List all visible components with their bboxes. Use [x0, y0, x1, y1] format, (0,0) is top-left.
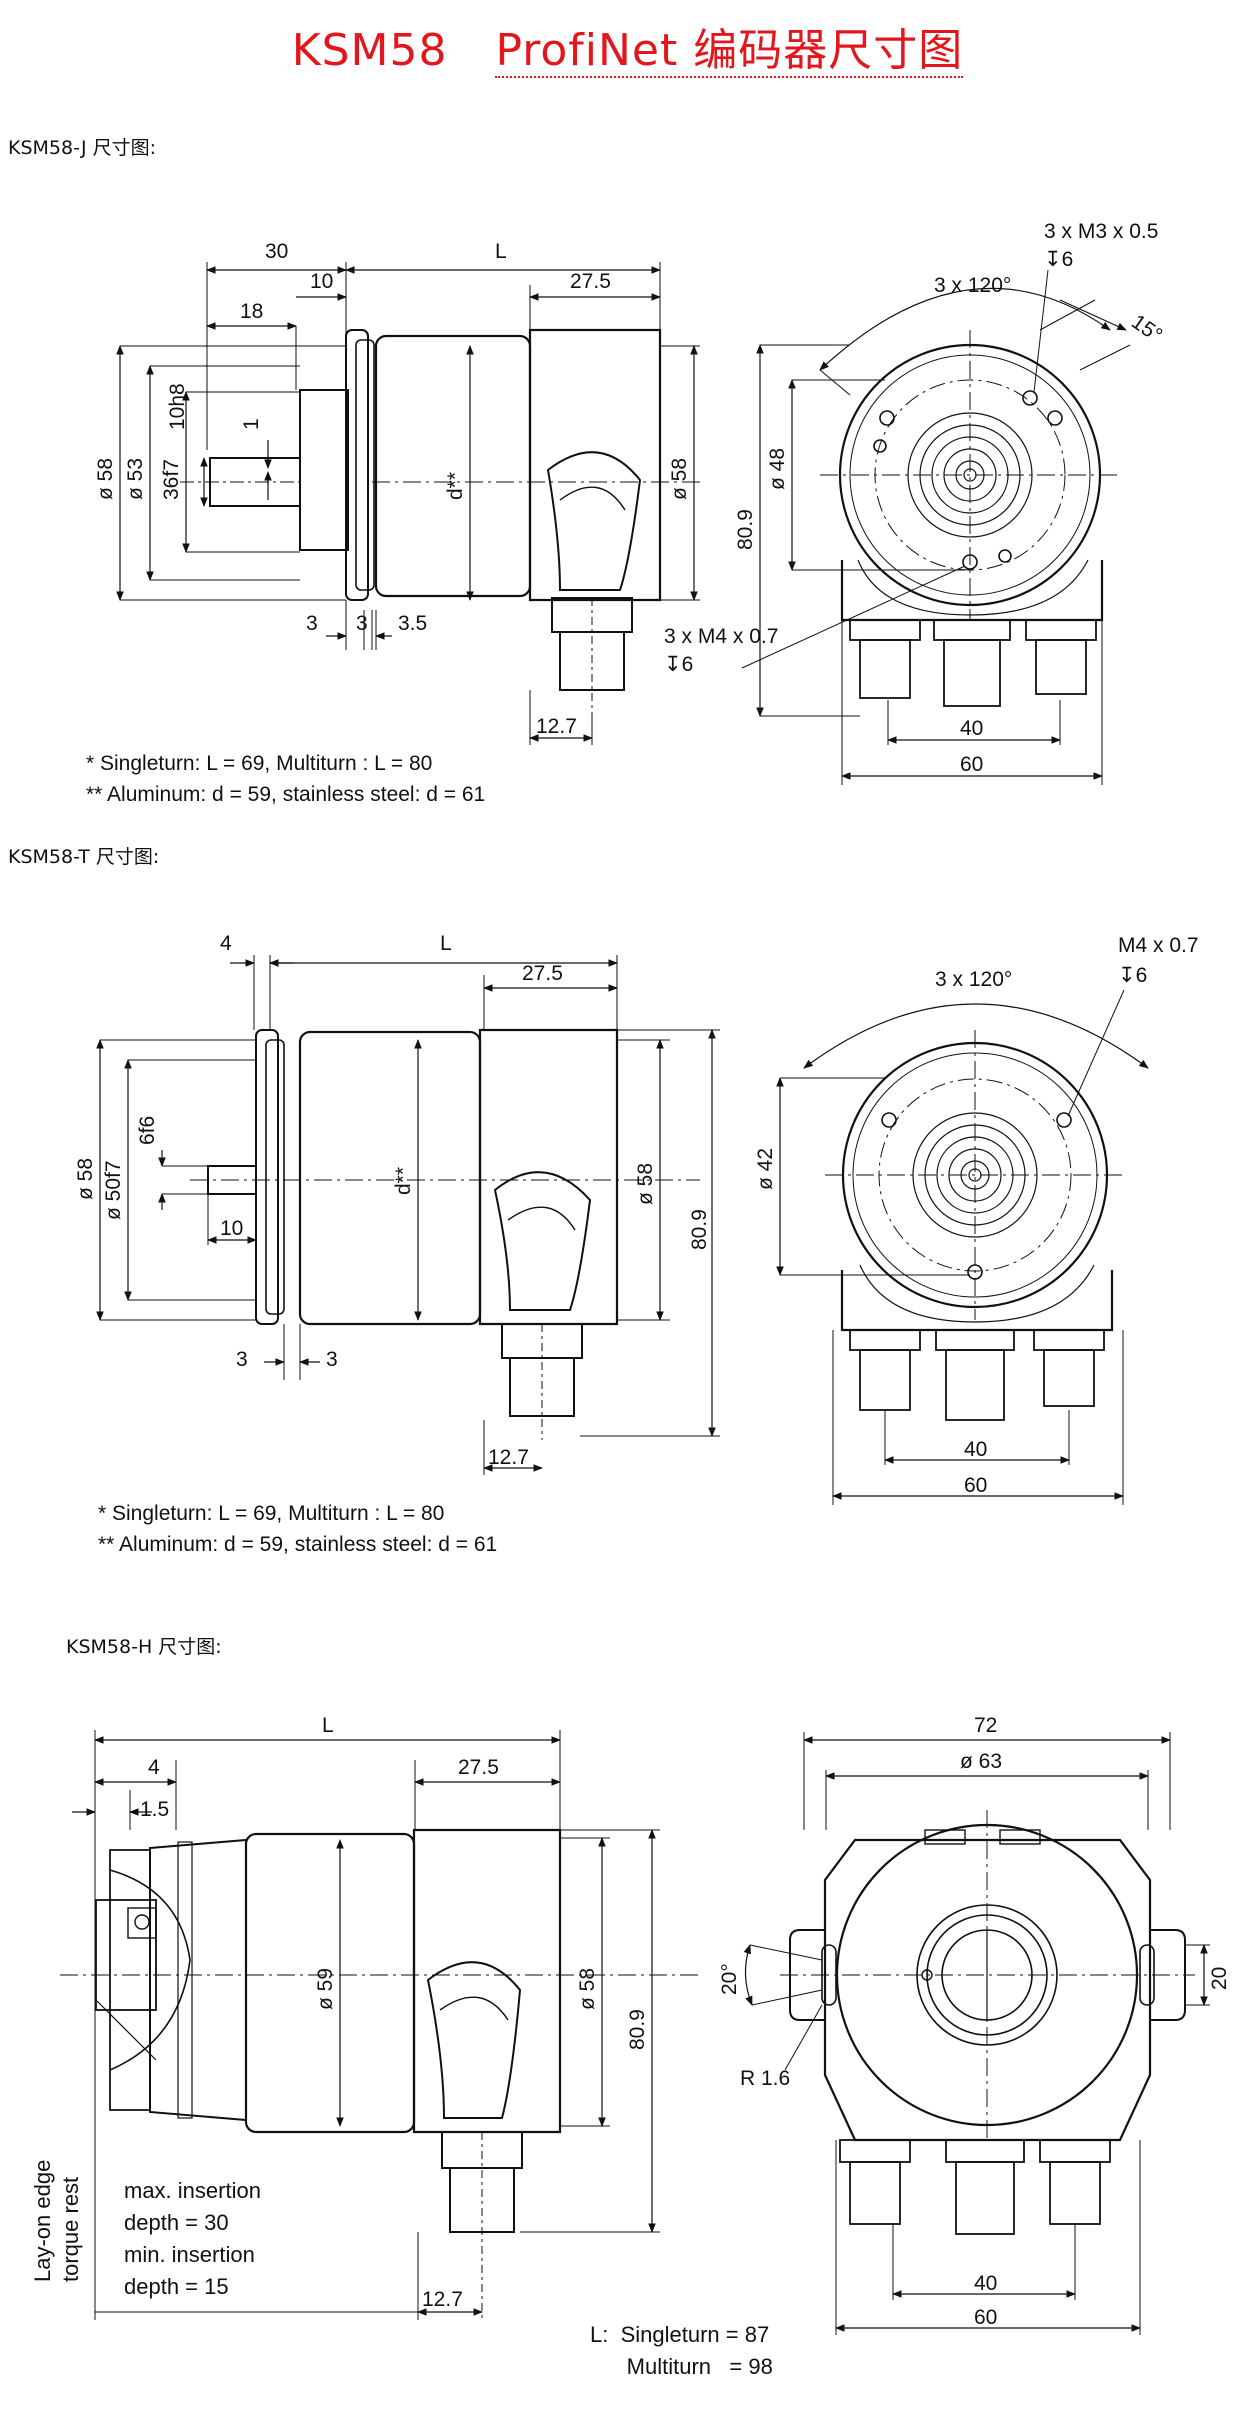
t-angle-120: 3 x 120° [935, 968, 1012, 991]
h-dim-12-7: 12.7 [422, 2288, 463, 2311]
h-torque-2: torque rest [58, 2177, 83, 2282]
j-m3-label: 3 x M3 x 0.5 [1044, 220, 1158, 243]
page-title: KSM58 ProfiNet 编码器尺寸图 [0, 14, 1255, 78]
j-dim-L: L [495, 240, 507, 263]
insertion-3: min. insertion [124, 2242, 255, 2267]
j-dim-36f7: 36f7 [160, 459, 183, 500]
t-m4-depth: ↧6 [1118, 964, 1147, 987]
t-dim-12-7: 12.7 [488, 1446, 529, 1469]
t-dim-o42: ø 42 [754, 1148, 777, 1190]
j-m4-depth: ↧6 [664, 653, 693, 676]
t-dim-60: 60 [964, 1474, 987, 1497]
j-angle-120: 3 x 120° [934, 274, 1011, 297]
h-dim-27-5: 27.5 [458, 1756, 499, 1779]
j-dim-30: 30 [265, 240, 288, 263]
j-dim-10h8: 10h8 [166, 383, 189, 430]
h-side-view [60, 1730, 700, 2320]
j-dim-60: 60 [960, 753, 983, 776]
l-note-2: Multiturn = 98 [590, 2354, 773, 2379]
j-dim-10: 10 [310, 270, 333, 293]
h-dim-80-9: 80.9 [626, 2009, 649, 2050]
t-dim-o58: ø 58 [74, 1158, 97, 1200]
t-dim-10: 10 [220, 1217, 243, 1240]
j-dim-3b: 3 [356, 612, 368, 635]
t-dim-o58-right: ø 58 [634, 1163, 657, 1205]
h-dim-20: 20 [1208, 1967, 1231, 1990]
t-dim-6f6: 6f6 [136, 1116, 159, 1145]
j-dim-18: 18 [240, 300, 263, 323]
t-dim-40: 40 [964, 1438, 987, 1461]
note-j-2: ** Aluminum: d = 59, stainless steel: d … [86, 783, 486, 806]
insertion-1: max. insertion [124, 2178, 261, 2203]
section-heading-t: KSM58-T 尺寸图: [8, 846, 160, 868]
j-dim-80-9: 80.9 [734, 509, 757, 550]
h-angle-20: 20° [718, 1963, 741, 1995]
j-dim-o53: ø 53 [124, 458, 147, 500]
h-radius-1-6: R 1.6 [740, 2067, 790, 2090]
h-dim-60: 60 [974, 2306, 997, 2329]
t-dim-80-9: 80.9 [688, 1209, 711, 1250]
j-angle-15: 15° [1127, 310, 1166, 347]
h-front-view [743, 1732, 1210, 2335]
t-front-view [776, 989, 1149, 1505]
j-dim-12-7: 12.7 [536, 715, 577, 738]
t-dim-o50f7: ø 50f7 [102, 1160, 125, 1220]
j-dim-40: 40 [960, 717, 983, 740]
h-dim-o58: ø 58 [576, 1968, 599, 2010]
title-rest: ProfiNet 编码器尺寸图 [495, 25, 964, 78]
h-dim-1-5: 1.5 [140, 1798, 169, 1821]
h-dim-o59: ø 59 [314, 1968, 337, 2010]
title-model: KSM58 [291, 25, 448, 76]
t-dim-3b: 3 [326, 1348, 338, 1371]
t-dim-dstar: d** [392, 1167, 415, 1195]
h-dim-4: 4 [148, 1756, 160, 1779]
h-dim-L: L [322, 1714, 334, 1737]
j-dim-1: 1 [240, 418, 263, 430]
j-dim-27-5: 27.5 [570, 270, 611, 293]
h-dim-o63: ø 63 [960, 1750, 1002, 1773]
j-m3-depth: ↧6 [1044, 248, 1073, 271]
j-dim-dstar: d** [444, 472, 467, 500]
t-dim-3a: 3 [236, 1348, 248, 1371]
note-t-2: ** Aluminum: d = 59, stainless steel: d … [98, 1533, 498, 1556]
section-heading-h: KSM58-H 尺寸图: [66, 1636, 222, 1658]
l-note-1: L: Singleturn = 87 [590, 2322, 770, 2347]
j-front-view [741, 269, 1131, 785]
t-m4-label: M4 x 0.7 [1118, 934, 1199, 957]
t-dim-L: L [440, 932, 452, 955]
insertion-2: depth = 30 [124, 2210, 229, 2235]
h-dim-40: 40 [974, 2272, 997, 2295]
j-dim-o58: ø 58 [94, 458, 117, 500]
j-dim-o48: ø 48 [766, 448, 789, 490]
j-dim-3a: 3 [306, 612, 318, 635]
insertion-4: depth = 15 [124, 2274, 229, 2299]
note-t-1: * Singleturn: L = 69, Multiturn : L = 80 [98, 1502, 445, 1525]
j-dim-o58-right: ø 58 [668, 458, 691, 500]
section-heading-j: KSM58-J 尺寸图: [8, 137, 157, 159]
j-side-view [116, 262, 700, 745]
h-dim-72: 72 [974, 1714, 997, 1737]
t-dim-27-5: 27.5 [522, 962, 563, 985]
t-dim-4: 4 [220, 932, 232, 955]
h-torque-1: Lay-on edge [30, 2160, 55, 2282]
note-j-1: * Singleturn: L = 69, Multiturn : L = 80 [86, 752, 433, 775]
t-side-view [96, 955, 720, 1475]
j-m4-label: 3 x M4 x 0.7 [664, 625, 778, 648]
j-dim-3-5: 3.5 [398, 612, 427, 635]
